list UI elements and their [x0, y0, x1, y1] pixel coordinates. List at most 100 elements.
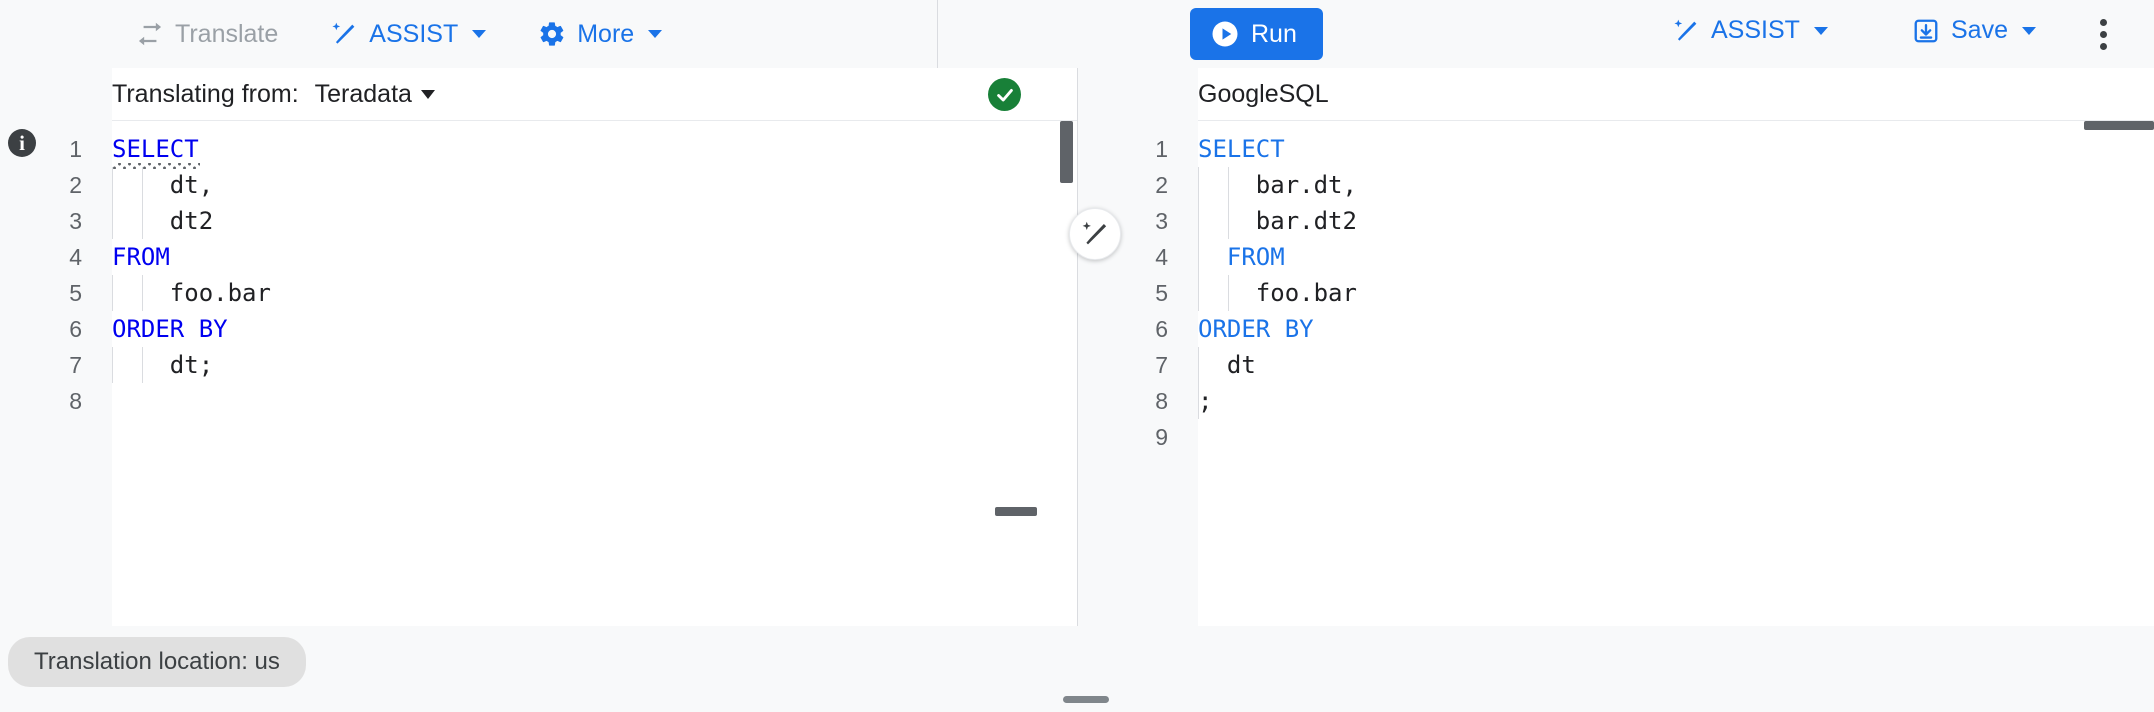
horizontal-scrollbar-thumb[interactable] — [995, 507, 1037, 516]
editor-panes: Translating from: Teradata i 1 SELECT 2 dt… — [0, 68, 2154, 626]
line-text: dt — [1198, 347, 1256, 383]
save-icon — [1912, 17, 1940, 45]
code-line: 6 ORDER BY — [1078, 311, 2154, 347]
code-line: 2 dt, — [0, 167, 1077, 203]
source-dialect-value: Teradata — [314, 79, 412, 108]
translate-button[interactable]: Translate — [132, 14, 282, 55]
line-text: FROM — [1198, 239, 1285, 275]
indent-guide — [1228, 167, 1229, 203]
line-text: foo.bar — [1198, 275, 1357, 311]
indent-guide — [1198, 203, 1199, 239]
line-number: 8 — [1155, 388, 1168, 414]
line-text: foo.bar — [112, 275, 271, 311]
code-line: 3 dt2 — [0, 203, 1077, 239]
line-number: 5 — [69, 280, 82, 306]
kebab-dot — [2100, 19, 2107, 26]
line-number: 1 — [69, 136, 82, 162]
toolbar-left-group: Translate ASSIST — [0, 0, 938, 68]
kebab-dot — [2100, 43, 2107, 50]
code-token: FROM — [112, 243, 170, 271]
line-number: 4 — [69, 244, 82, 270]
inline-assist-fab[interactable] — [1069, 208, 1121, 260]
indent-guide — [1198, 239, 1199, 275]
code-line: 5 foo.bar — [0, 275, 1077, 311]
code-line: 8 — [0, 383, 1077, 419]
indent-guide — [1228, 203, 1229, 239]
code-token: SELECT — [1198, 135, 1285, 163]
target-dialect-label: GoogleSQL — [1198, 79, 1329, 108]
code-token: ORDER BY — [1198, 315, 1314, 343]
line-number: 7 — [1155, 352, 1168, 378]
line-number: 6 — [1155, 316, 1168, 342]
syntax-warning-underline — [112, 163, 200, 169]
bottom-bar: Translation location: us — [0, 626, 2154, 712]
source-dialect-dropdown[interactable]: Teradata — [315, 80, 435, 109]
info-icon[interactable]: i — [8, 129, 36, 157]
indent-guide — [112, 167, 113, 203]
chevron-down-icon — [2021, 26, 2036, 35]
source-gutter — [0, 121, 112, 626]
line-number: 3 — [69, 208, 82, 234]
line-text: ; — [1198, 383, 1212, 419]
code-token: dt — [1198, 351, 1256, 379]
validation-status-icon — [988, 78, 1021, 111]
code-token: bar.dt2 — [1198, 207, 1357, 235]
code-line: 5 foo.bar — [1078, 275, 2154, 311]
line-number: 5 — [1155, 280, 1168, 306]
line-number: 7 — [69, 352, 82, 378]
horizontal-scrollbar-thumb[interactable] — [2084, 121, 2154, 130]
code-token: dt, — [112, 171, 214, 199]
indent-guide — [142, 347, 143, 383]
source-editor-pane: Translating from: Teradata i 1 SELECT 2 dt… — [0, 68, 1078, 626]
more-button[interactable]: More — [534, 14, 666, 55]
line-number: 6 — [69, 316, 82, 342]
indent-guide — [112, 275, 113, 311]
line-text: ORDER BY — [1198, 311, 1314, 347]
magic-wand-icon — [1672, 17, 1700, 45]
code-line: 7 dt; — [0, 347, 1077, 383]
code-token: foo.bar — [1198, 279, 1357, 307]
indent-guide — [1228, 275, 1229, 311]
more-vert-icon[interactable] — [2100, 14, 2107, 55]
line-text: ORDER BY — [112, 311, 228, 347]
assist-label-left: ASSIST — [369, 19, 459, 48]
indent-guide — [142, 167, 143, 203]
code-line: 4 FROM — [0, 239, 1077, 275]
run-button[interactable]: Run — [1190, 8, 1323, 60]
code-token: ORDER BY — [112, 315, 228, 343]
line-text: dt2 — [112, 203, 213, 239]
indent-guide — [142, 203, 143, 239]
assist-button-left[interactable]: ASSIST — [326, 14, 490, 55]
line-number: 8 — [69, 388, 82, 414]
code-token: SELECT — [112, 135, 199, 163]
target-gutter — [1078, 121, 1198, 626]
assist-button-right[interactable]: ASSIST — [1668, 10, 1832, 51]
play-circle-icon — [1210, 19, 1240, 49]
code-line: 1 SELECT — [0, 131, 1077, 169]
chevron-down-icon — [472, 30, 487, 38]
line-text: bar.dt, — [1198, 167, 1357, 203]
line-text: SELECT — [1198, 131, 1285, 167]
save-button[interactable]: Save — [1908, 10, 2040, 51]
panel-resize-handle[interactable] — [1063, 696, 1109, 703]
line-number: 4 — [1155, 244, 1168, 270]
code-token: ; — [1198, 387, 1213, 415]
top-toolbar: Translate ASSIST — [0, 0, 2154, 68]
code-line: 6 ORDER BY — [0, 311, 1077, 347]
code-line: 7 dt — [1078, 347, 2154, 383]
line-number: 3 — [1155, 208, 1168, 234]
code-line: 9 — [1078, 419, 2154, 455]
translation-location-chip: Translation location: us — [8, 637, 306, 687]
magic-wand-icon — [330, 20, 358, 48]
code-token: dt2 — [112, 207, 214, 235]
code-token: FROM — [1198, 243, 1285, 271]
source-pane-header: Translating from: Teradata — [0, 68, 1077, 121]
vertical-scrollbar-thumb[interactable] — [1060, 121, 1073, 183]
swap-arrows-icon — [136, 20, 164, 48]
